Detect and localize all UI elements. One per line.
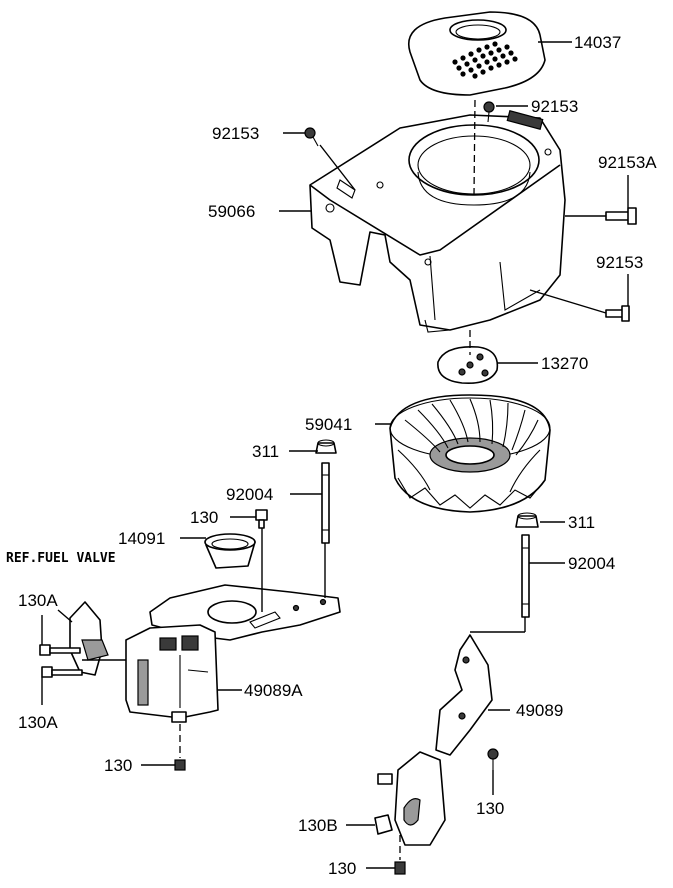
- cover-14037: [408, 11, 546, 96]
- label-13270: 13270: [541, 354, 588, 373]
- label-92153-left: 92153: [212, 124, 259, 143]
- bolt-130-mid: [255, 509, 268, 529]
- label-130-bottom: 130: [328, 859, 356, 878]
- bolt-130B: [374, 814, 393, 835]
- bolt-92153A: [605, 207, 637, 225]
- plate-13270: [437, 345, 499, 385]
- label-130A-top: 130A: [18, 591, 58, 610]
- fan-59041: [389, 394, 551, 513]
- shroud-49089: [377, 634, 493, 846]
- label-59041: 59041: [305, 415, 352, 434]
- bolt-92153-top: [483, 101, 495, 123]
- bolt-130A-bottom: [41, 666, 83, 678]
- blower-housing-59066: [309, 110, 566, 333]
- shroud-49089A: [125, 624, 219, 723]
- fuel-valve-bracket: [69, 601, 109, 676]
- label-130B: 130B: [298, 816, 338, 835]
- label-ref-fuel-valve: REF.FUEL VALVE: [6, 551, 116, 566]
- label-130-mid: 130: [190, 508, 218, 527]
- label-92153A: 92153A: [598, 153, 657, 172]
- leader-lines: [41, 41, 629, 869]
- cover-perforations: [452, 41, 518, 79]
- label-311-right: 311: [568, 513, 595, 532]
- bolt-130-left: [174, 724, 186, 771]
- bolt-92153-right: [605, 305, 630, 322]
- collar-14091: [204, 533, 256, 569]
- stud-92004-left: [321, 462, 330, 544]
- label-59066: 59066: [208, 202, 255, 221]
- label-14091: 14091: [118, 529, 165, 548]
- nut-311-right: [515, 512, 539, 528]
- label-130-right: 130: [476, 799, 504, 818]
- bolt-130A-top: [39, 644, 81, 656]
- label-311-left: 311: [252, 442, 279, 461]
- label-92004-left: 92004: [226, 485, 273, 504]
- label-92153-top: 92153: [531, 97, 578, 116]
- label-92153-right: 92153: [596, 253, 643, 272]
- label-49089A: 49089A: [244, 681, 303, 700]
- bolt-130-right: [487, 748, 499, 770]
- label-130A-bottom: 130A: [18, 713, 58, 732]
- label-92004-right: 92004: [568, 554, 615, 573]
- label-14037: 14037: [574, 33, 621, 52]
- part-labels: 14037 92153 92153 92153A 59066 92153 132…: [6, 33, 657, 878]
- stud-92004-right: [521, 534, 530, 618]
- label-49089: 49089: [516, 701, 563, 720]
- nut-311-left: [315, 439, 337, 454]
- bolt-92153-left: [304, 127, 319, 147]
- label-130-left: 130: [104, 756, 132, 775]
